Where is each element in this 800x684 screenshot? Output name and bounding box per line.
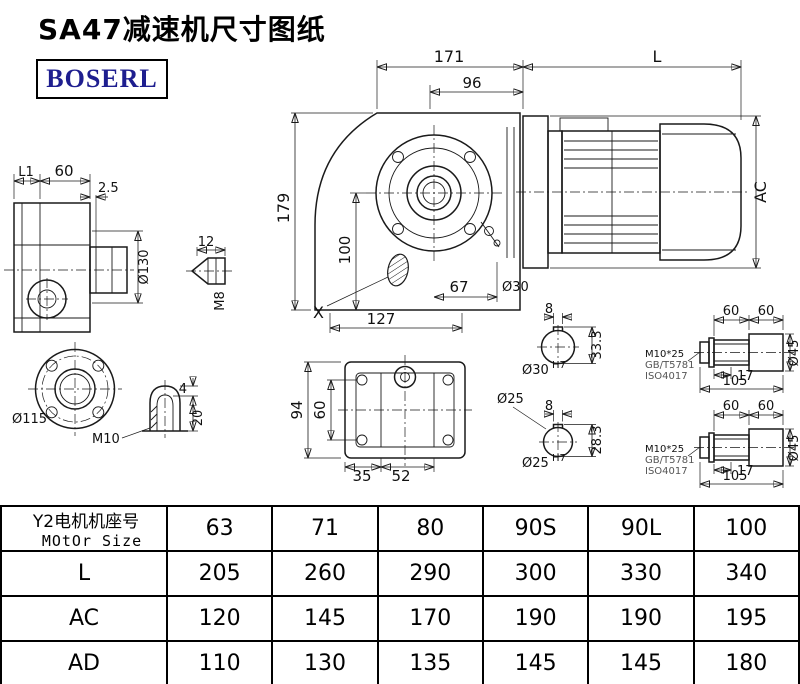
dim-171: 171 bbox=[434, 47, 465, 66]
dim-2-5: 2.5 bbox=[98, 181, 119, 196]
table-cell: 80 bbox=[376, 505, 484, 552]
dim-96: 96 bbox=[462, 74, 481, 92]
dim-12: 12 bbox=[198, 235, 215, 250]
label-d30: Ø30 bbox=[502, 280, 529, 295]
row-label: AC bbox=[0, 595, 168, 642]
dim-17-30: 17 bbox=[737, 369, 754, 384]
table-cell: 135 bbox=[376, 640, 484, 684]
table-cell: 100 bbox=[692, 505, 800, 552]
label-bore-25: Ø25 bbox=[522, 456, 549, 471]
dim-L: L bbox=[653, 47, 662, 66]
dim-d45-25: Ø45 bbox=[787, 435, 800, 462]
label-m8: M8 bbox=[213, 291, 228, 311]
table-cell: 260 bbox=[271, 550, 379, 597]
table-cell: 145 bbox=[271, 595, 379, 642]
label-gb-30: GB/T5781 bbox=[645, 360, 695, 371]
label-fit-30: H7 bbox=[552, 360, 566, 371]
dim-d115: Ø115 bbox=[12, 412, 47, 427]
row-label: AD bbox=[0, 640, 168, 684]
table-row-AC: AC 120 145 170 190 190 195 bbox=[0, 595, 800, 642]
table-cell: 145 bbox=[587, 640, 695, 684]
dim-60a-25: 60 bbox=[723, 399, 740, 414]
table-cell: 190 bbox=[481, 595, 590, 642]
label-x-detail: X bbox=[313, 303, 324, 322]
table-cell: 300 bbox=[481, 550, 590, 597]
table-cell: 63 bbox=[165, 505, 274, 552]
dim-AC: AC bbox=[751, 181, 770, 203]
label-iso-30: ISO4017 bbox=[645, 371, 688, 382]
dim-60b-30: 60 bbox=[758, 304, 775, 319]
dim-94: 94 bbox=[288, 400, 306, 419]
table-cell: 71 bbox=[271, 505, 379, 552]
logo: BOSERL bbox=[36, 59, 168, 99]
bottom-view: 94 60 35 52 bbox=[288, 355, 472, 485]
table-cell: 190 bbox=[587, 595, 695, 642]
dim-60b-25: 60 bbox=[758, 399, 775, 414]
dim-key8-30: 8 bbox=[545, 302, 553, 317]
dim-127: 127 bbox=[367, 310, 396, 328]
table-header-cn: Y2电机机座号 bbox=[32, 512, 140, 532]
table-cell: 110 bbox=[165, 640, 274, 684]
table-row-AD: AD 110 130 135 145 145 180 bbox=[0, 640, 800, 684]
dim-33-3: 33.3 bbox=[590, 331, 605, 360]
dim-105-30: 105 bbox=[723, 374, 748, 389]
table-header-cell: Y2电机机座号 MOtOr Size bbox=[0, 505, 168, 552]
label-d25: Ø25 bbox=[497, 392, 524, 407]
dim-179: 179 bbox=[274, 193, 293, 224]
label-iso-25: ISO4017 bbox=[645, 466, 688, 477]
motor-view: L AC bbox=[516, 47, 770, 269]
dim-60a-30: 60 bbox=[723, 304, 740, 319]
logo-text: BOSERL bbox=[46, 64, 158, 93]
table-cell: 130 bbox=[271, 640, 379, 684]
page-title: SA47减速机尺寸图纸 bbox=[38, 13, 326, 46]
label-gb-25: GB/T5781 bbox=[645, 455, 695, 466]
table-cell: 340 bbox=[692, 550, 800, 597]
dim-17-25: 17 bbox=[737, 464, 754, 479]
label-fit-25: H7 bbox=[552, 453, 566, 464]
dim-105-25: 105 bbox=[723, 469, 748, 484]
motor-size-table: Y2电机机座号 MOtOr Size 63 71 80 90S 90L 100 … bbox=[0, 505, 800, 684]
dim-52: 52 bbox=[391, 467, 410, 485]
dim-35: 35 bbox=[352, 467, 371, 485]
table-cell: 180 bbox=[692, 640, 800, 684]
dim-100: 100 bbox=[336, 236, 354, 265]
dim-28-3: 28.3 bbox=[590, 426, 605, 455]
dome-detail: 4 20 bbox=[142, 378, 206, 438]
table-cell: 205 bbox=[165, 550, 274, 597]
table-cell: 90L bbox=[587, 505, 695, 552]
shaft-detail-25: Ø25 8 28.3 Ø25 H7 bbox=[497, 392, 800, 488]
label-bolt-25: M10*25 bbox=[645, 444, 684, 455]
plug-detail: 12 M8 bbox=[186, 235, 232, 311]
flange-view: Ø115 M10 bbox=[12, 342, 151, 447]
table-cell: 120 bbox=[165, 595, 274, 642]
label-m10: M10 bbox=[92, 432, 120, 447]
table-cell: 170 bbox=[376, 595, 484, 642]
table-cell: 145 bbox=[481, 640, 590, 684]
dim-60-side: 60 bbox=[54, 162, 73, 180]
dim-4: 4 bbox=[179, 382, 187, 397]
dim-d45-30: Ø45 bbox=[787, 340, 800, 367]
technical-drawing: L1 60 2.5 Ø130 Ø115 M10 bbox=[4, 47, 800, 488]
row-label: L bbox=[0, 550, 168, 597]
dim-d130: Ø130 bbox=[137, 249, 152, 284]
table-cell: 330 bbox=[587, 550, 695, 597]
label-bore-30: Ø30 bbox=[522, 363, 549, 378]
table-cell: 290 bbox=[376, 550, 484, 597]
table-cell: 90S bbox=[481, 505, 590, 552]
front-view: X 171 96 179 100 67 Ø30 bbox=[274, 47, 529, 333]
dim-20: 20 bbox=[191, 410, 206, 427]
dim-L1: L1 bbox=[18, 165, 34, 180]
shaft-detail-30: 8 33.3 Ø30 H7 60 60 17 bbox=[522, 302, 800, 393]
table-header-en: MOtOr Size bbox=[41, 532, 143, 550]
dim-key8-25: 8 bbox=[545, 399, 553, 414]
dim-60-bottom: 60 bbox=[311, 400, 329, 419]
dim-67: 67 bbox=[449, 278, 468, 296]
table-row-L: L 205 260 290 300 330 340 bbox=[0, 550, 800, 597]
side-view: L1 60 2.5 Ø130 bbox=[4, 162, 152, 333]
table-cell: 195 bbox=[692, 595, 800, 642]
table-row-sizes: Y2电机机座号 MOtOr Size 63 71 80 90S 90L 100 bbox=[0, 505, 800, 552]
label-bolt-30: M10*25 bbox=[645, 349, 684, 360]
